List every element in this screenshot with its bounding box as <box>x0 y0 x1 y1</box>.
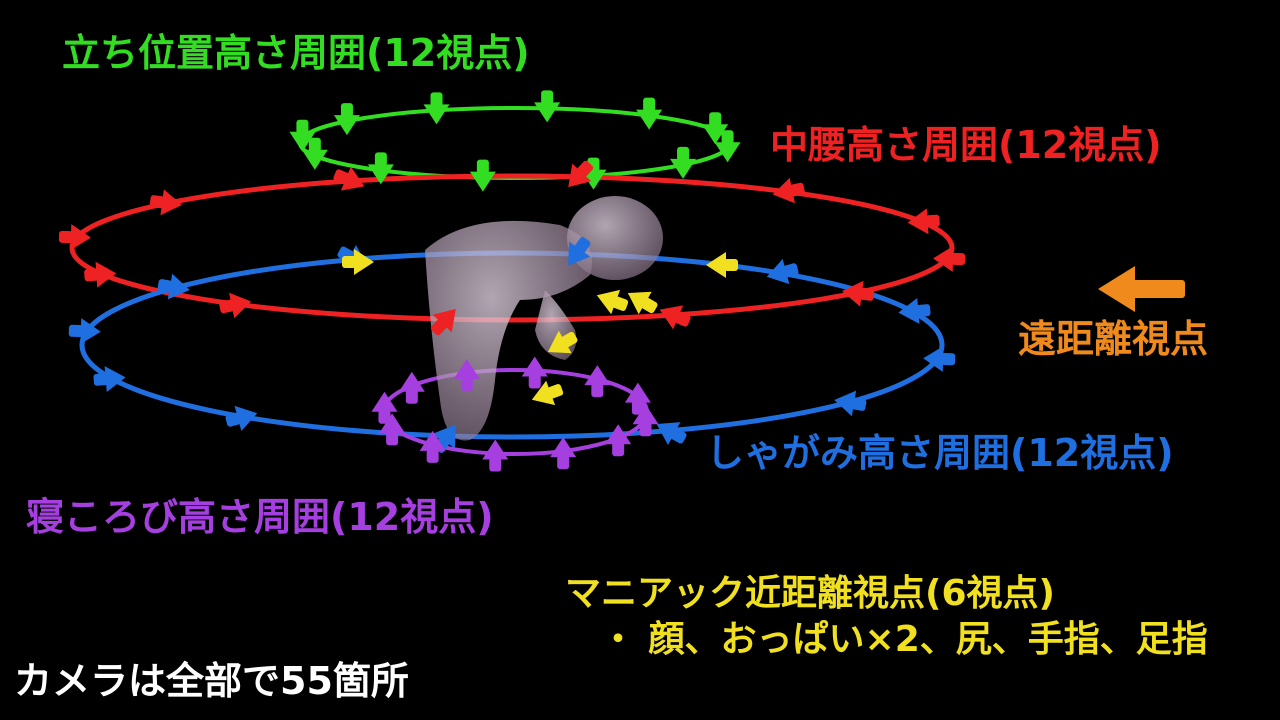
camera-marker <box>632 404 659 437</box>
label-crouch-ring: しゃがみ高さ周囲(12視点) <box>706 431 1174 475</box>
camera-marker <box>659 305 691 330</box>
camera-marker <box>568 160 594 188</box>
label-close-range-cameras: マニアック近距離視点(6視点) <box>565 573 1055 614</box>
ring-standing <box>298 106 732 180</box>
camera-marker <box>596 289 629 315</box>
cameras-lying <box>371 356 659 472</box>
camera-marker <box>93 366 126 393</box>
camera-marker <box>469 159 496 192</box>
camera-marker <box>157 273 190 300</box>
camera-marker <box>627 291 658 315</box>
camera-marker <box>333 166 365 191</box>
camera-marker <box>670 146 697 179</box>
camera-marker <box>289 119 316 152</box>
camera-marker <box>624 382 651 415</box>
label-mid-waist-ring: 中腰高さ周囲(12視点) <box>770 123 1162 167</box>
camera-marker <box>766 258 799 285</box>
camera-marker <box>225 405 258 432</box>
camera-marker <box>521 356 548 389</box>
camera-marker <box>423 92 450 125</box>
camera-marker <box>834 390 867 417</box>
camera-marker <box>702 112 729 145</box>
camera-marker <box>656 422 687 445</box>
camera-marker <box>605 424 632 457</box>
camera-marker <box>219 292 252 319</box>
camera-marker <box>430 308 456 336</box>
camera-marker <box>68 318 101 345</box>
label-total-cameras: カメラは全部で55箇所 <box>14 659 409 703</box>
camera-marker <box>398 371 425 404</box>
camera-marker <box>547 330 578 354</box>
camera-marker <box>933 245 966 272</box>
camera-marker <box>923 345 956 372</box>
camera-marker <box>772 177 805 204</box>
cameras-close-range <box>342 249 738 406</box>
camera-marker <box>842 280 875 307</box>
camera-marker <box>58 224 91 251</box>
camera-marker <box>84 261 117 288</box>
camera-marker <box>333 103 360 136</box>
camera-marker <box>907 208 940 235</box>
camera-marker <box>342 249 374 275</box>
label-standing-ring: 立ち位置高さ周囲(12視点) <box>62 31 530 75</box>
camera-marker <box>706 252 738 278</box>
camera-marker <box>534 90 561 123</box>
label-far-camera: 遠距離視点 <box>1018 317 1209 361</box>
cameras-mid-waist <box>58 160 966 336</box>
camera-marker <box>714 130 741 163</box>
label-close-range-targets: ・ 顔、おっぱい×2、尻、手指、足指 <box>600 619 1208 660</box>
camera-marker <box>367 152 394 185</box>
camera-marker <box>898 297 931 324</box>
far-camera-arrow-icon <box>1098 266 1185 312</box>
camera-marker <box>482 439 509 472</box>
camera-marker <box>584 365 611 398</box>
cameras-standing <box>289 90 741 192</box>
camera-marker <box>636 97 663 130</box>
camera-marker <box>568 237 591 266</box>
camera-marker <box>550 437 577 470</box>
camera-marker <box>379 413 406 446</box>
camera-marker <box>149 189 182 216</box>
label-lying-ring: 寝ころび高さ周囲(12視点) <box>26 495 494 539</box>
camera-marker <box>419 430 446 463</box>
camera-marker <box>453 358 480 391</box>
camera-marker <box>371 391 398 424</box>
camera-marker <box>531 380 564 406</box>
camera-marker <box>301 137 328 170</box>
